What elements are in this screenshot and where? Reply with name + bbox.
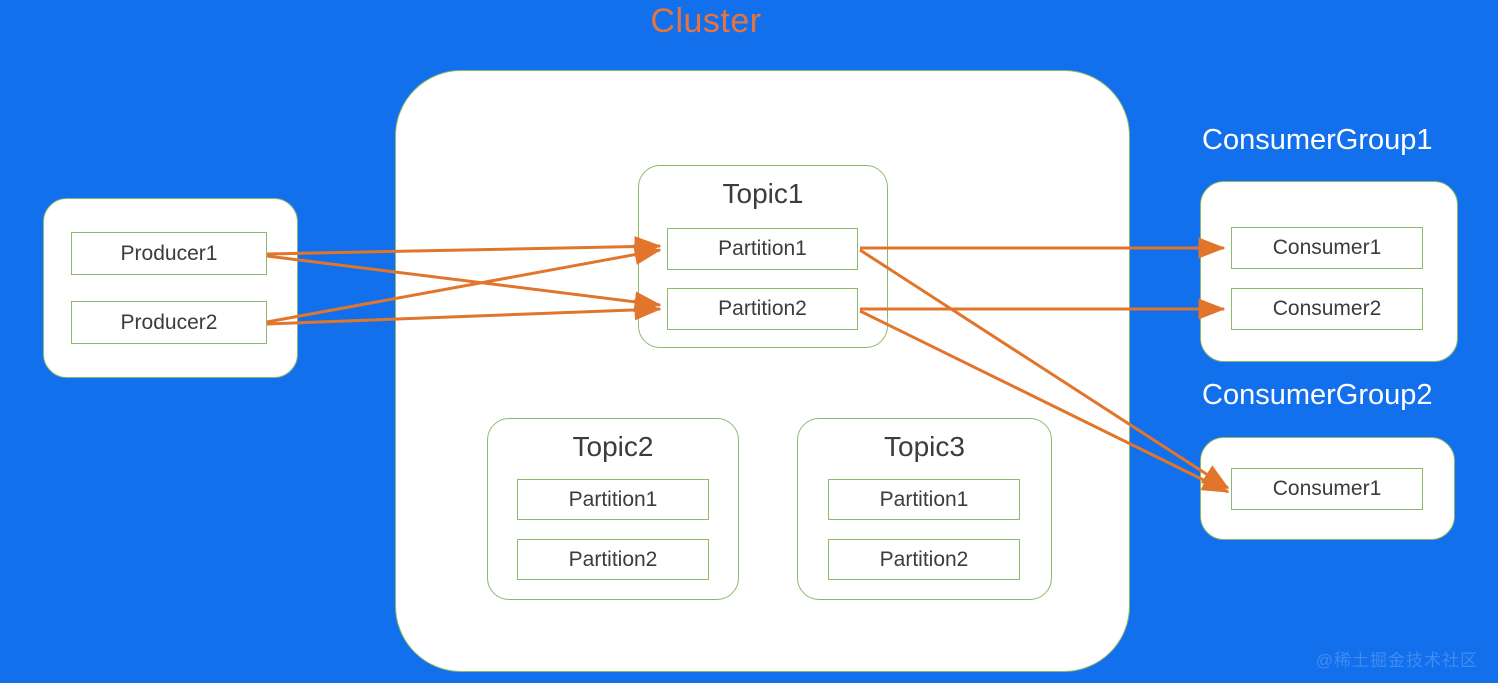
partition-label: Partition2 — [879, 547, 969, 571]
consumer-group-2-consumer-1[interactable]: Consumer1 — [1231, 468, 1423, 510]
page-title: Cluster — [650, 2, 762, 40]
consumer-group-1-consumer-1[interactable]: Consumer1 — [1231, 227, 1423, 269]
topic-3-partition-2[interactable]: Partition2 — [828, 539, 1020, 580]
partition-label: Partition1 — [718, 237, 807, 260]
producer-label-1: Producer1 — [120, 241, 218, 265]
topic-3-partition-1[interactable]: Partition1 — [828, 479, 1020, 520]
topic-1-partition-2[interactable]: Partition2 — [667, 288, 858, 330]
consumer-group-1-consumer-2[interactable]: Consumer2 — [1231, 288, 1423, 330]
producer-box-2[interactable]: Producer2 — [71, 301, 267, 344]
consumer-label: Consumer1 — [1272, 236, 1382, 259]
topic-2-partition-2[interactable]: Partition2 — [517, 539, 709, 580]
partition-label: Partition2 — [568, 547, 658, 571]
topic-2-partition-1[interactable]: Partition1 — [517, 479, 709, 520]
topic-card-2: Topic2 — [487, 418, 739, 600]
producer-label-2: Producer2 — [120, 310, 218, 334]
producer-box-1[interactable]: Producer1 — [71, 232, 267, 275]
topic-title-1: Topic1 — [722, 178, 804, 209]
watermark: @稀土掘金技术社区 — [1315, 651, 1478, 670]
partition-label: Partition1 — [879, 487, 969, 511]
partition-label: Partition1 — [568, 487, 658, 511]
consumer-label: Consumer1 — [1272, 477, 1382, 500]
consumer-group-2-container — [1200, 437, 1455, 540]
topic-1-partition-1[interactable]: Partition1 — [667, 228, 858, 270]
topic-title-2: Topic2 — [572, 431, 654, 462]
producer-container — [43, 198, 298, 378]
consumer-label: Consumer2 — [1272, 297, 1382, 320]
consumer-group-2-label: ConsumerGroup2 — [1202, 379, 1433, 411]
consumer-group-1-label: ConsumerGroup1 — [1202, 124, 1433, 156]
topic-title-3: Topic3 — [884, 431, 965, 462]
consumer-group-1-container — [1200, 181, 1458, 362]
partition-label: Partition2 — [718, 297, 807, 320]
